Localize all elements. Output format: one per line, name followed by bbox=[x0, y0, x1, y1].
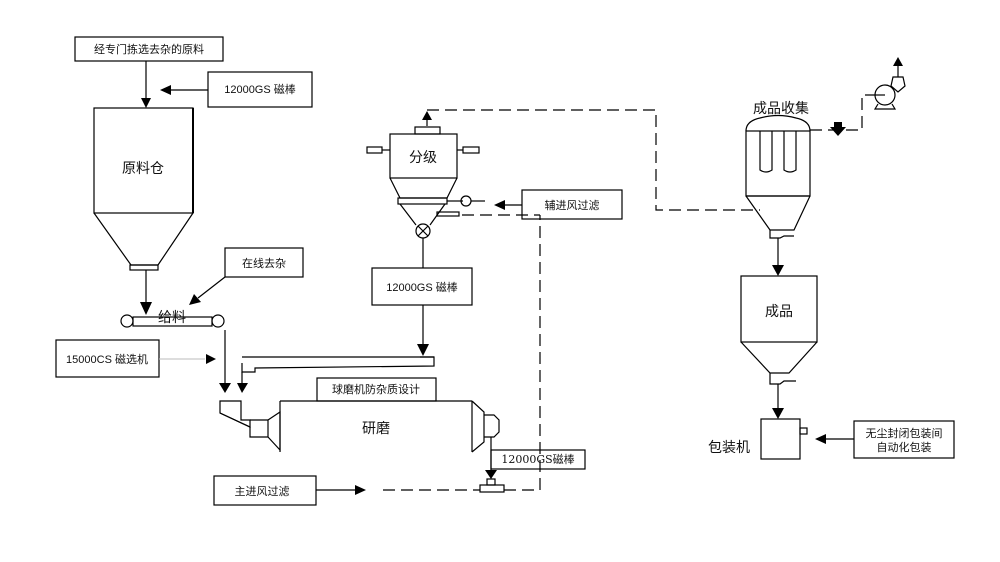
dustfree-packing-line1: 无尘封闭包装间 bbox=[866, 426, 943, 440]
raw-material-input-label: 经专门拣选去杂的原料 bbox=[94, 42, 204, 56]
grinding-label: 研磨 bbox=[362, 421, 390, 437]
arrow-down-icon bbox=[141, 98, 151, 108]
magnet-rod-2-label: 12000GS 磁棒 bbox=[386, 280, 458, 294]
feeder-label: 给料 bbox=[158, 310, 186, 326]
arrow-left-icon bbox=[494, 200, 505, 210]
online-impurity-removal-label: 在线去杂 bbox=[242, 256, 286, 270]
dashed-exhaust-line bbox=[810, 94, 876, 131]
air-inlet-pipe bbox=[479, 484, 505, 493]
aux-air-filter-label: 辅进风过滤 bbox=[545, 198, 600, 212]
product-silo-label: 成品 bbox=[765, 304, 793, 320]
ball-mill: 球磨机防杂质设计 研磨 bbox=[219, 377, 500, 453]
arrow-up-icon bbox=[422, 111, 432, 120]
arrow-down-icon bbox=[772, 265, 784, 276]
arrow-down-icon bbox=[772, 408, 784, 419]
arrow-diagonal-icon bbox=[189, 294, 201, 305]
dashed-return-line bbox=[504, 215, 541, 491]
arrow-down-icon bbox=[237, 383, 248, 393]
arrow-down-icon bbox=[485, 470, 497, 479]
valve-box bbox=[486, 478, 496, 486]
arrow-right-icon bbox=[206, 354, 216, 364]
product-collector: 成品收集 bbox=[745, 100, 811, 239]
magnet-rod-2-box: 12000GS 磁棒 bbox=[371, 267, 473, 306]
raw-silo: 原料仓 bbox=[93, 107, 194, 271]
raw-silo-label: 原料仓 bbox=[122, 161, 164, 177]
fan-icon bbox=[873, 57, 906, 110]
arrow-left-icon bbox=[815, 434, 826, 444]
packing-machine: 包装机 bbox=[708, 418, 808, 460]
arrow-down-icon bbox=[219, 383, 231, 393]
arrow-down-bold-icon bbox=[830, 122, 846, 136]
magnet-rod-3-box: 12000GS磁棒 bbox=[490, 449, 586, 470]
dashed-to-collector bbox=[427, 109, 760, 211]
product-silo: 成品 bbox=[740, 275, 818, 385]
edge-online-to-feeder bbox=[197, 276, 226, 299]
magnetic-separator-label: 15000CS 磁选机 bbox=[66, 352, 148, 366]
arrow-up-icon bbox=[893, 57, 903, 66]
packing-machine-label: 包装机 bbox=[708, 440, 750, 456]
ball-mill-design-label: 球磨机防杂质设计 bbox=[332, 382, 420, 396]
classifier-label: 分级 bbox=[409, 150, 437, 166]
dustfree-packing-line2: 自动化包装 bbox=[877, 440, 932, 454]
feed-chute bbox=[241, 356, 435, 373]
arrow-right-icon bbox=[355, 485, 366, 495]
magnetic-separator-box: 15000CS 磁选机 bbox=[55, 339, 160, 378]
magnet-rod-1-box: 12000GS 磁棒 bbox=[207, 71, 313, 108]
product-collection-label: 成品收集 bbox=[753, 100, 809, 117]
online-impurity-removal-box: 在线去杂 bbox=[224, 247, 304, 278]
dustfree-packing-box: 无尘封闭包装间 自动化包装 bbox=[853, 420, 955, 459]
arrow-down-icon bbox=[417, 344, 429, 356]
main-air-filter-box: 主进风过滤 bbox=[213, 475, 317, 506]
classifier: 分级 bbox=[366, 126, 485, 239]
main-air-filter-label: 主进风过滤 bbox=[235, 485, 290, 498]
feeder-conveyor: 给料 bbox=[120, 310, 225, 328]
magnet-rod-3-label: 12000GS磁棒 bbox=[501, 452, 574, 466]
raw-material-input-box: 经专门拣选去杂的原料 bbox=[74, 36, 224, 62]
arrow-left-icon bbox=[160, 85, 171, 95]
magnet-rod-1-label: 12000GS 磁棒 bbox=[224, 82, 296, 96]
arrow-down-icon bbox=[140, 302, 152, 315]
